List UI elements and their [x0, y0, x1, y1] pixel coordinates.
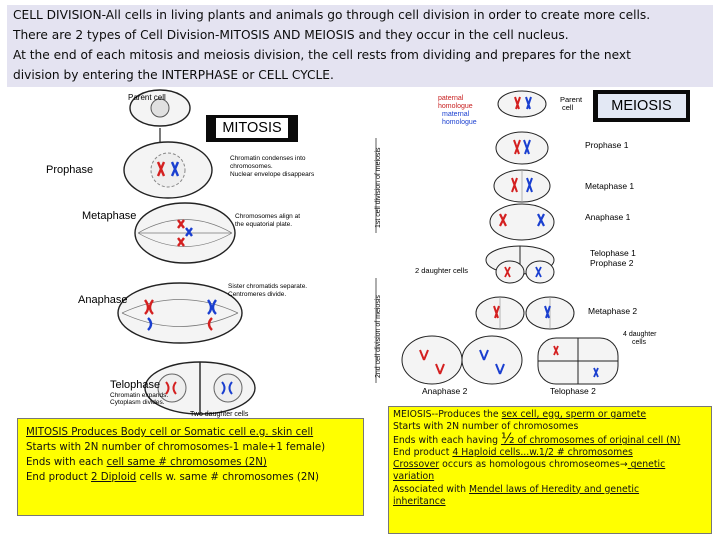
phase-label-prophase: Prophase: [46, 164, 93, 176]
meiosis-diagram: 1st cell division of meiosis 2nd cell di…: [375, 90, 657, 396]
parent-label: Parent: [560, 95, 583, 104]
arrow-icon: →: [619, 459, 628, 471]
mitosis-summary-box: MITOSIS Produces Body cell or Somatic ce…: [17, 418, 364, 516]
metaphase-note: the equatorial plate.: [235, 221, 292, 228]
phase-label: Anaphase 2: [422, 386, 468, 396]
meiosis-note-line: Starts with 2N number of chromosomes: [393, 421, 579, 433]
daughter-cells-label: Two daughter cells: [190, 411, 249, 418]
telophase-note: Chromatin expands.: [110, 392, 168, 399]
intro-text-box: CELL DIVISION-All cells in living plants…: [7, 5, 713, 87]
meiosis-note-text: ½: [500, 431, 515, 448]
phase-label-anaphase: Anaphase: [78, 294, 128, 306]
phase-label: Metaphase 2: [588, 306, 637, 316]
intro-line-3: At the end of each mitosis and meiosis d…: [13, 48, 631, 62]
maternal-label: maternal: [442, 111, 470, 118]
mitosis-note-line: Starts with 2N number of chromosomes-1 m…: [26, 442, 326, 453]
intro-line-4: division by entering the INTERPHASE or C…: [13, 68, 334, 82]
meiosis-note-text: End product: [393, 447, 453, 459]
meiosis-note-text: Associated with: [393, 483, 470, 495]
meiosis-note-text: genetic: [627, 459, 666, 471]
phase-label-metaphase: Metaphase: [82, 210, 136, 222]
meiosis-note-text: occurs as homologous chromoseomes: [439, 459, 620, 471]
meiosis-note-line: MEIOSIS--Produces the sex cell, egg, spe…: [393, 409, 707, 421]
parent-label: cell: [562, 103, 574, 112]
paternal-label: homologue: [438, 103, 473, 110]
prophase-note: chromosomes.: [230, 163, 273, 170]
meiosis-note-line: End product 4 Haploid cells...w.1/2 # ch…: [393, 447, 707, 459]
phase-label: Prophase 1: [585, 140, 629, 150]
prophase-note: Chromatin condenses into: [230, 155, 306, 162]
mitosis-label-text: MITOSIS: [216, 118, 288, 138]
meiosis-note-text: sex cell, egg, sperm or gamete: [501, 409, 647, 420]
mitosis-note-text: Ends with each: [26, 457, 107, 468]
metaphase-note: Chromosomes align at: [235, 213, 300, 220]
meiosis-note-text: inheritance: [393, 495, 446, 507]
anaphase-note: Centromeres divide.: [228, 291, 286, 298]
meiosis-note-line: Ends with each having ½ of chromosomes o…: [393, 431, 707, 448]
parent-cell-label: Parent cell: [128, 93, 166, 102]
meiosis-note-line: Crossover occurs as homologous chromoseo…: [393, 459, 707, 471]
phase-label: Telophase 2: [550, 386, 596, 396]
intro-line-1: CELL DIVISION-All cells in living plants…: [13, 8, 651, 22]
paternal-label: paternal: [438, 95, 464, 102]
mitosis-note-text: MITOSIS Produces: [26, 427, 121, 438]
mitosis-note-text: Body cell or Somatic cell e.g. skin cell: [120, 427, 314, 438]
phase-label: Anaphase 1: [585, 212, 631, 222]
meiosis-note-line: variation: [393, 471, 707, 483]
meiosis-note-text: of chromosomes of original cell (N): [514, 435, 681, 447]
meiosis-note-text: variation: [393, 471, 435, 483]
meiosis-note-text: Ends with each having: [393, 435, 501, 447]
meiosis-note-text: MEIOSIS--Produces the: [393, 409, 502, 420]
meiosis-note-line: Associated with Mendel laws of Heredity …: [393, 484, 707, 496]
prophase-note: Nuclear envelope disappears: [230, 171, 315, 178]
mitosis-diagram: Parent cell Prophase Chromatin condenses…: [46, 89, 315, 418]
meiosis-note-text: Crossover: [393, 459, 440, 471]
second-division-label: 2nd cell division of meiosis: [375, 295, 382, 378]
anaphase-note: Sister chromatids separate.: [228, 283, 307, 290]
telophase-note: Cytoplasm divides.: [110, 399, 165, 406]
mitosis-note-text: cell same # chromosomes (2N): [106, 457, 267, 468]
maternal-label: homologue: [442, 119, 477, 126]
phase-label-telophase: Telophase: [110, 379, 160, 391]
meiosis-summary-box: MEIOSIS--Produces the sex cell, egg, spe…: [388, 406, 712, 534]
meiosis-label-text: MEIOSIS: [597, 94, 686, 118]
meiosis-note-text: Mendel laws of Heredity and genetic: [469, 483, 640, 495]
mitosis-note-line: MITOSIS Produces Body cell or Somatic ce…: [26, 425, 355, 440]
two-daughter-cells-label: 2 daughter cells: [415, 266, 468, 275]
phase-label: Telophase 1: [590, 248, 636, 258]
meiosis-note-text: 4 Haploid cells...w.1/2 # chromosomes: [452, 447, 633, 459]
mitosis-note-text: End product: [26, 472, 92, 483]
intro-line-2: There are 2 types of Cell Division-MITOS…: [13, 28, 569, 42]
phase-label: Prophase 2: [590, 258, 634, 268]
mitosis-note-line: End product 2 Diploid cells w. same # ch…: [26, 470, 355, 485]
mitosis-note-text: cells w. same # chromosomes (2N): [136, 472, 319, 483]
phase-label: Metaphase 1: [585, 181, 634, 191]
four-daughter-cells-label: cells: [632, 339, 647, 346]
four-daughter-cells-label: 4 daughter: [623, 331, 657, 338]
mitosis-label: MITOSIS: [206, 115, 298, 142]
meiosis-note-line: inheritance: [393, 496, 707, 508]
mitosis-note-text: 2 Diploid: [91, 472, 137, 483]
first-division-label: 1st cell division of meiosis: [375, 147, 382, 228]
mitosis-note-line: Ends with each cell same # chromosomes (…: [26, 455, 355, 470]
meiosis-label: MEIOSIS: [593, 90, 690, 122]
